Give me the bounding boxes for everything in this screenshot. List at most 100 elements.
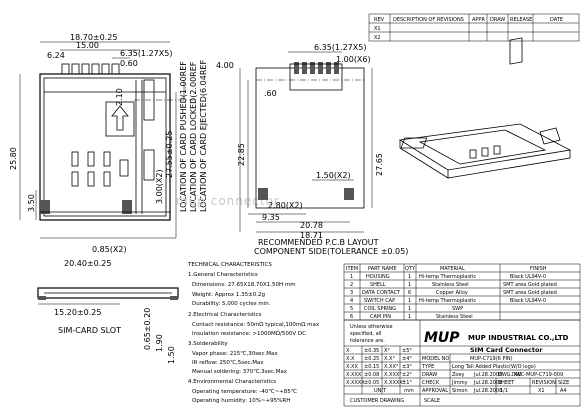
unit-value: mm xyxy=(404,388,414,394)
dim-pitch-top: 6.35(1.27X5) xyxy=(120,49,172,58)
char-line-13: Operating temperature: -40℃~+85℃ xyxy=(192,388,297,395)
approval-label: APPROVAL xyxy=(422,388,448,394)
type-value: Long Tall Added Plastic(W/O logo) xyxy=(452,364,536,370)
location-note-locked: LOCATION OF CARD LOCKED(2.00REF xyxy=(189,61,198,212)
dim-length-27: 27.55±0.25 xyxy=(165,131,174,178)
location-note-ejected: LOCATION OF CARD EJECTED(6.04REF xyxy=(199,60,208,212)
rev-row-1: X1 xyxy=(374,26,381,32)
char-line-2: Dimensions: 27.65X18.70X1.50H mm xyxy=(192,282,296,288)
scale-label: SCALE xyxy=(424,398,440,404)
rev-header-date: DATE xyxy=(550,17,563,23)
size-label: SIZE xyxy=(558,380,569,386)
pcb-dim-pad-150: 1.50(X2) xyxy=(316,171,351,180)
parts-row6-material: Stainless Steel xyxy=(436,314,473,320)
dim-base-width: 20.40±0.25 xyxy=(64,259,111,268)
parts-row3-item: 3 xyxy=(350,290,353,296)
dim-overall-width: 18.70±0.25 xyxy=(70,33,117,42)
parts-row4-qty: 1 xyxy=(408,298,411,304)
dim-left-offset: 6.24 xyxy=(47,51,65,60)
revision-value: X1 xyxy=(538,388,545,394)
char-line-6: Contact resistance: 50mΩ typical,100mΩ m… xyxy=(192,322,320,328)
rev-header-desc: DESCRIPTION OF REVISIONS xyxy=(393,17,464,23)
parts-header-qty: QTY xyxy=(405,266,416,272)
char-line-3: Weight: Approx 1.35±0.2g xyxy=(192,292,265,298)
parts-row6-name: CAM PIN xyxy=(370,314,391,320)
dim-side-h150: 1.50 xyxy=(167,346,176,364)
parts-row6-item: 6 xyxy=(350,314,353,320)
tol-row3-c: X.XX° xyxy=(384,364,399,370)
sheet-value: 1/1 xyxy=(500,388,508,394)
pcb-dim-pad-60: .60 xyxy=(264,89,277,98)
size-value: A4 xyxy=(560,388,567,394)
tol-row4-c: X.XXX° xyxy=(384,372,402,378)
dwg-number: DWC-MUP-C719-009 xyxy=(512,372,563,378)
parts-row5-name: COIL SPRING xyxy=(364,306,396,312)
parts-row4-name: SWITCH CAP xyxy=(364,298,395,304)
parts-row5-qty: 1 xyxy=(408,306,411,312)
char-line-10: IR reflow: 250℃,5sec.Max xyxy=(192,359,264,366)
side-view-drawing xyxy=(37,287,179,305)
isometric-view xyxy=(398,37,572,179)
parts-row5-item: 5 xyxy=(350,306,353,312)
pcb-dim-w-20: 20.78 xyxy=(300,221,323,230)
check-date: Jul.28.2008 xyxy=(473,380,502,386)
char-line-1: 1.General Characteristics xyxy=(188,272,258,278)
char-line-8: 3.Solderability xyxy=(188,341,228,347)
mup-logo-text: MUP xyxy=(424,330,460,346)
tol-row4-b: ±0.08 xyxy=(364,372,379,378)
dim-side-h190: 1.90 xyxy=(155,334,164,352)
tol-row5-c: X.XXXX° xyxy=(384,380,406,386)
dim-pin-offset: 0.60 xyxy=(120,59,138,68)
pcb-dim-w-9: 9.35 xyxy=(262,213,280,222)
location-note-pushed: LOCATION OF CARD PUSHED(1.00REF xyxy=(179,61,188,212)
tol-row2-c: X.X° xyxy=(384,356,395,362)
parts-row2-qty: 1 xyxy=(408,282,411,288)
tol-row4-a: X.XXX xyxy=(346,372,362,378)
parts-row5-material: SWP xyxy=(452,306,463,312)
pcb-caption-1: RECOMMENDED P.C.B LAYOUT xyxy=(258,238,379,247)
pcb-dim-left-4: 4.00 xyxy=(216,61,234,70)
customer-drawing-label: CUSTOMER DRAWING xyxy=(350,398,404,404)
pcb-caption-2: COMPONENT SIDE(TOLERANCE ±0.05) xyxy=(254,247,408,256)
model-value: MUP-C719(6 PIN) xyxy=(470,356,513,362)
char-line-7: Insulation resistance: >1000MΩ/500V DC xyxy=(192,331,306,337)
top-view-drawing xyxy=(19,41,196,239)
char-line-9: Vapor phase: 215℃,30sec.Max xyxy=(192,350,278,357)
tol-row5-d: ±1° xyxy=(402,380,412,386)
pcb-dim-w-28: 2.80(X2) xyxy=(268,201,303,210)
tol-row2-b: ±0.25 xyxy=(364,356,379,362)
tol-row3-b: ±0.15 xyxy=(364,364,379,370)
parts-row2-item: 2 xyxy=(350,282,353,288)
side-view-label: SIM-CARD SLOT xyxy=(58,326,121,335)
parts-row2-finish: SMT area Gold plated xyxy=(503,282,557,288)
parts-row1-finish: Black UL94V-0 xyxy=(510,274,546,280)
title-block xyxy=(343,319,581,407)
parts-header-item: ITEM xyxy=(346,266,358,272)
parts-row1-material: Hi-temp Thermoplastic xyxy=(419,274,476,280)
parts-row3-qty: 6 xyxy=(408,290,411,296)
check-label: CHECK xyxy=(422,380,440,386)
revision-label: REVISION xyxy=(532,380,556,386)
tol-row3-a: X.XX xyxy=(346,364,358,370)
title-note-2: specified, all xyxy=(350,331,381,337)
parts-row1-qty: 1 xyxy=(408,274,411,280)
tol-row1-d: ±5° xyxy=(402,348,412,354)
characteristics-title: TECHNICAL CHARACTERISTICS xyxy=(187,262,272,268)
approval-name: Simon xyxy=(452,388,468,394)
char-line-12: 4.Environmental Characteristics xyxy=(188,379,276,385)
rev-header-appr: APPR xyxy=(472,17,485,23)
revision-table: REV DESCRIPTION OF REVISIONS APPR DRAW R… xyxy=(368,13,580,42)
parts-header-finish: FINISH xyxy=(530,266,547,272)
parts-row3-name: DATA CONTACT xyxy=(362,290,401,296)
dim-gap: 0.85(X2) xyxy=(92,245,127,254)
rev-header-draw: DRAW xyxy=(490,17,505,23)
tol-row1-b: ±0.35 xyxy=(364,348,379,354)
dim-inner-width: 15.00 xyxy=(76,41,99,50)
mup-logo: MUP xyxy=(424,330,460,346)
parts-row1-item: 1 xyxy=(350,274,353,280)
pcb-dim-len-22: 22.85 xyxy=(237,143,246,166)
technical-characteristics: TECHNICAL CHARACTERISTICS 1.General Char… xyxy=(187,262,320,404)
parts-row6-qty: 1 xyxy=(408,314,411,320)
dim-side-3: 3.00(X2) xyxy=(155,169,164,204)
